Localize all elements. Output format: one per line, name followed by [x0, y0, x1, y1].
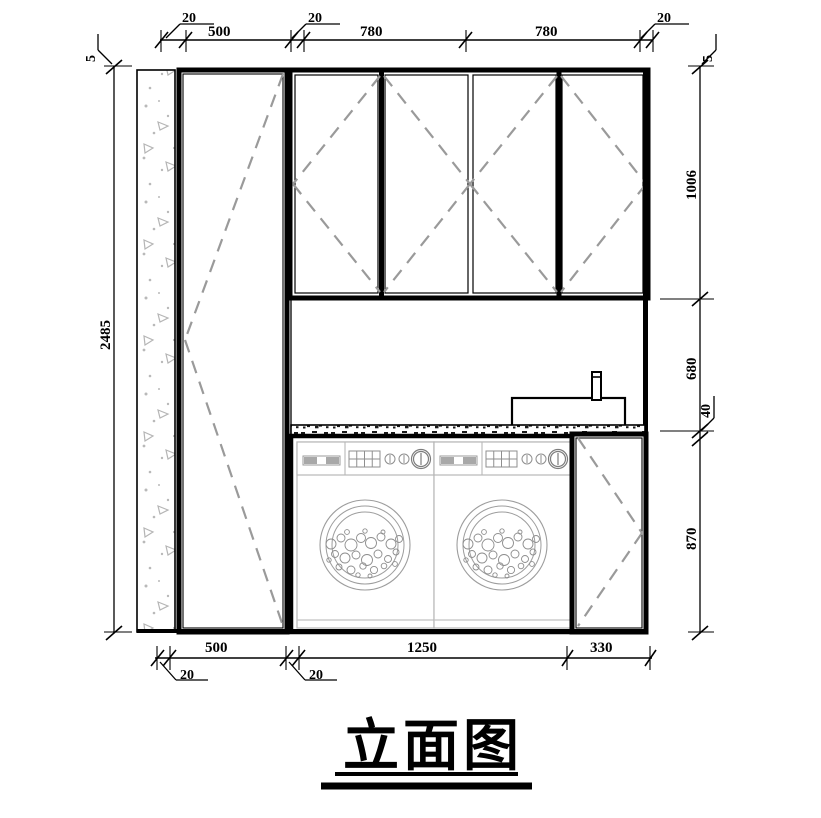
- dimension-chain-bottom: [150, 646, 657, 681]
- washing-machine-right: [433, 441, 572, 629]
- program-grid-right: [485, 450, 518, 468]
- drum-door-right: [456, 499, 548, 591]
- power-dial-left: [410, 448, 432, 470]
- dim-top-20-a: 20: [182, 11, 196, 26]
- knob-small-1-right: [521, 453, 533, 465]
- dim-left-2485: 2485: [98, 320, 114, 350]
- dimension-labels-top: 20 500 20 780 780 20: [182, 11, 671, 40]
- base-cabinet-right: [569, 431, 649, 635]
- page-title: 立面图: [343, 716, 523, 778]
- dim-right-680: 680: [684, 358, 700, 381]
- dim-bot-20-a: 20: [180, 668, 194, 683]
- knob-small-2-left: [398, 453, 410, 465]
- control-panel-right: [433, 441, 572, 476]
- dimension-chain-left: [97, 34, 132, 641]
- door-swing-indicator-tall: [183, 73, 285, 627]
- sink-assembly: [510, 371, 627, 430]
- faucet: [591, 371, 602, 401]
- dim-bot-1250: 1250: [407, 640, 437, 656]
- program-grid-left: [348, 450, 381, 468]
- dim-top-780-a: 780: [360, 24, 383, 40]
- dim-right-40: 40: [699, 404, 714, 418]
- dim-top-20-c: 20: [657, 11, 671, 26]
- dim-top-500: 500: [208, 24, 231, 40]
- dim-bot-500: 500: [205, 640, 228, 656]
- upper-cabinet-block: [287, 67, 651, 301]
- dimension-labels-left: 5 2485: [84, 55, 114, 350]
- display-bar-right: [439, 455, 478, 466]
- knob-small-1-left: [384, 453, 396, 465]
- concrete-wall: [136, 69, 176, 633]
- drawing-title-group: 立面图: [321, 716, 532, 790]
- dimension-labels-bottom: 20 500 20 1250 330: [180, 640, 613, 683]
- door-swing-indicators-upper: [292, 75, 647, 293]
- dim-right-5: 5: [701, 55, 716, 62]
- dimension-labels-right: 5 1006 680 40 870: [684, 55, 716, 550]
- sink-basin: [510, 396, 627, 430]
- dimension-chain-top: [154, 23, 689, 52]
- dim-top-20-b: 20: [308, 11, 322, 26]
- dim-bot-330: 330: [590, 640, 613, 656]
- dim-bot-20-b: 20: [309, 668, 323, 683]
- tall-storage-cabinet: [176, 67, 290, 635]
- door-swing-indicator-base: [577, 437, 643, 627]
- dimension-chain-right: [660, 34, 717, 641]
- dim-right-1006: 1006: [684, 170, 700, 201]
- knob-small-2-right: [535, 453, 547, 465]
- dim-top-780-b: 780: [535, 24, 558, 40]
- power-dial-right: [547, 448, 569, 470]
- washing-machine-left: [296, 441, 435, 629]
- dim-right-870: 870: [684, 528, 700, 551]
- drum-door-left: [319, 499, 411, 591]
- control-panel-left: [296, 441, 435, 476]
- dim-left-5: 5: [84, 55, 99, 62]
- display-bar-left: [302, 455, 341, 466]
